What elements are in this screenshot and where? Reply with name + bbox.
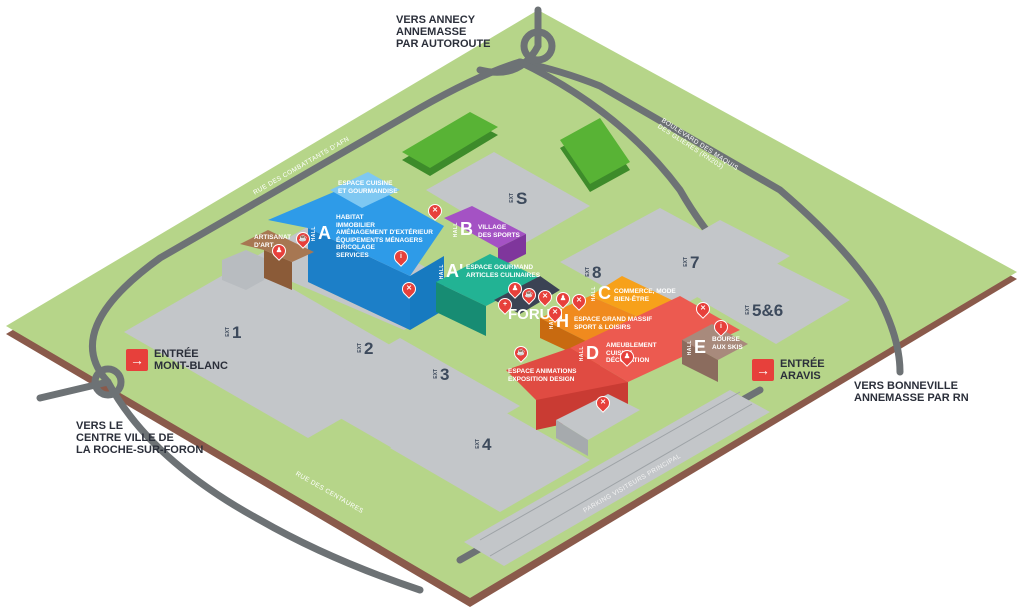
trees-left [402,112,498,176]
hall-a2-roof [436,254,540,306]
hall-word: HALL [311,226,317,242]
entrance-mont-blanc[interactable]: → ENTRÉE MONT-BLANC [126,348,228,372]
arrow-right-icon: → [752,359,774,381]
entrance-aravis[interactable]: → ENTRÉE ARAVIS [752,358,825,382]
hall-a-letter: HALL A [311,223,331,243]
hall-word: HALL [591,286,597,302]
hall-a2-letter: HALL A' [439,261,464,281]
trees-right [560,118,630,192]
hall-word: HALL [453,222,459,238]
hall-e-letter: HALL E [687,337,707,357]
artisanat-label: ARTISANAT D'ART [254,234,292,249]
roundabout-west [91,365,125,399]
hall-d-roof [570,296,740,382]
hall-d-letter: HALL D [579,343,599,363]
hall-e-label: BOURSE AUX SKIS [712,336,743,351]
annex-left [222,250,264,290]
hall-b-side [498,234,526,268]
direction-north: VERS ANNECY ANNEMASSE PAR AUTOROUTE [396,14,491,50]
hall-a2-label: ESPACE GOURMAND ARTICLES CULINAIRES [466,264,541,279]
hall-word: HALL [579,346,585,362]
artisanat-side [264,250,292,290]
hall-b-letter: HALL B [453,219,473,239]
hall-a-side [308,228,410,330]
hall-h-label: ESPACE GRAND MASSIF SPORT & LOISIRS [574,316,653,331]
hall-d-side-label: ESPACE ANIMATIONS EXPOSITION DESIGN [508,368,577,383]
hall-a-front [410,256,444,330]
hall-a-top [330,172,400,208]
hall-word: HALL [687,340,693,356]
direction-east: VERS BONNEVILLE ANNEMASSE PAR RN [854,380,969,404]
hall-b-roof [444,206,526,248]
hall-c-letter: HALL C [591,283,611,303]
hall-e-side [682,340,718,382]
annex-bottom [556,394,640,440]
hall-b-label: VILLAGE DES SPORTS [478,224,520,239]
hall-word: HALL [439,264,445,280]
hall-d-left [506,348,628,400]
roundabout-north [520,28,556,64]
hall-c-label: COMMERCE, MODE BIEN-ÊTRE [614,288,676,303]
hall-e-roof [682,324,748,360]
hall-a2-side [436,282,486,336]
entrance-mont-blanc-label: ENTRÉE MONT-BLANC [154,348,228,372]
annex-bottom-side [556,420,588,456]
entrance-aravis-label: ENTRÉE ARAVIS [780,358,825,382]
hall-a-top-label: ESPACE CUISINE ET GOURMANDISE [338,180,398,195]
parking-stripes [479,391,753,557]
hall-a-label: HABITAT IMMOBILIER AMÉNAGEMENT D'EXTÉRIE… [336,214,433,259]
direction-west: VERS LE CENTRE VILLE DE LA ROCHE-SUR-FOR… [76,420,204,456]
arrow-right-icon: → [126,349,148,371]
